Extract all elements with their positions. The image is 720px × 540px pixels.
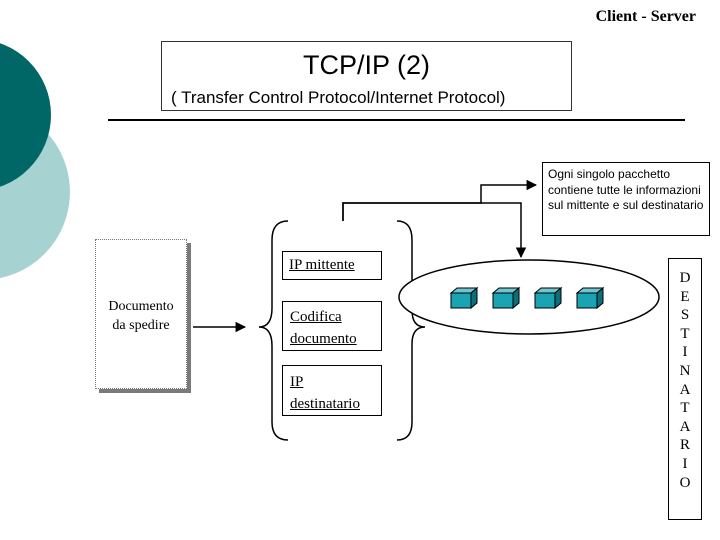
title-divider — [108, 119, 685, 121]
document-label-line1: Documento — [108, 299, 174, 314]
destinatario-box: D E S T I N A T A R I O — [668, 258, 702, 520]
document-box: Documento da spedire — [95, 239, 187, 389]
note-box: Ogni singolo pacchetto contiene tutte le… — [542, 162, 710, 236]
destinatario-letter: D — [679, 270, 691, 286]
packet-2 — [491, 286, 521, 310]
destinatario-letter: A — [679, 381, 691, 398]
document-label-line2: da spedire — [112, 318, 170, 333]
page-subtitle: ( Transfer Control Protocol/Internet Pro… — [171, 88, 506, 107]
left-brace — [258, 220, 289, 441]
destinatario-letter: T — [680, 400, 690, 417]
codifica-documento-box: Codifica documento — [282, 301, 382, 351]
dark-teal-circle — [0, 43, 51, 187]
packet-ellipse — [398, 259, 660, 335]
codifica-line2: documento — [290, 331, 357, 347]
destinatario-letter: A — [679, 418, 691, 435]
packet-1 — [449, 286, 479, 310]
destinatario-letter: O — [679, 474, 691, 491]
destinatario-letter: E — [680, 288, 690, 305]
title-box: TCP/IP (2) ( Transfer Control Protocol/I… — [161, 41, 572, 111]
ip-destinatario-line2: destinatario — [290, 396, 360, 412]
destinatario-letter: I — [682, 344, 688, 361]
ip-mittente-box: IP mittente — [282, 251, 382, 280]
codifica-line1: Codifica — [290, 309, 342, 325]
page-title: TCP/IP (2) — [302, 50, 431, 80]
elbow-arrow-to-packets — [342, 202, 527, 259]
right-brace — [396, 220, 426, 441]
slide-header: Client - Server — [595, 8, 696, 25]
destinatario-letter: I — [682, 455, 688, 472]
destinatario-letter: R — [679, 437, 690, 454]
destinatario-letter: S — [680, 307, 690, 324]
ip-destinatario-line1: IP — [290, 374, 304, 390]
packet-4 — [575, 286, 605, 310]
destinatario-letter: N — [679, 362, 691, 379]
packet-3 — [533, 286, 563, 310]
destinatario-letter: T — [680, 325, 690, 342]
ip-destinatario-box: IP destinatario — [282, 365, 382, 416]
